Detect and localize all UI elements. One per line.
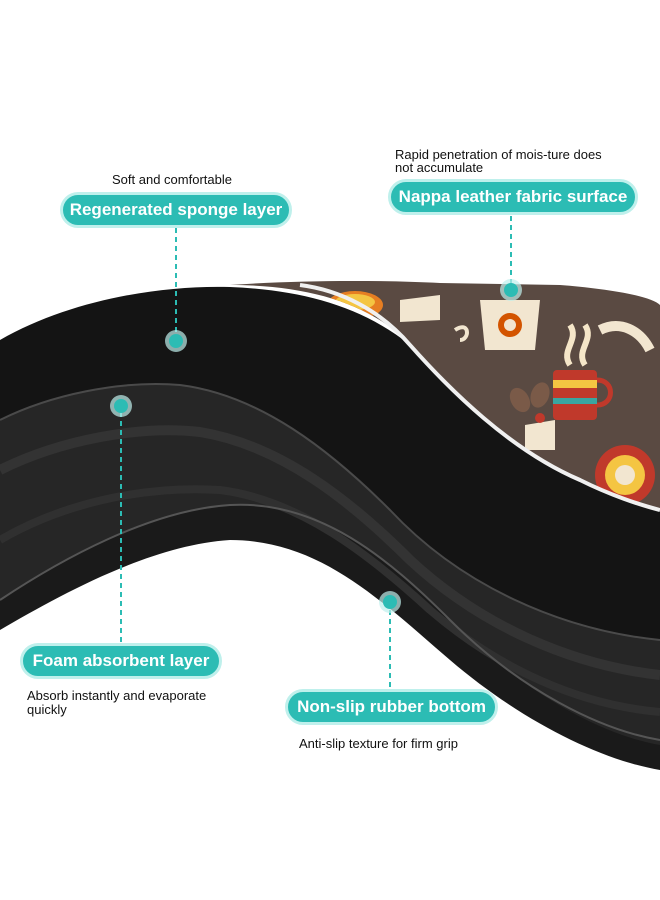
- rubber-label: Non-slip rubber bottom: [285, 689, 498, 725]
- foam-dot-marker: [110, 395, 132, 417]
- sponge-label: Regenerated sponge layer: [60, 192, 292, 228]
- sponge-caption: Soft and comfortable: [112, 172, 232, 187]
- coffee-bean-icon: [509, 382, 550, 413]
- fabric-top-layer: [230, 280, 660, 510]
- rubber-caption: Anti-slip texture for firm grip: [299, 736, 458, 751]
- foam-label: Foam absorbent layer: [20, 643, 222, 679]
- sponge-dot-marker: [165, 330, 187, 352]
- sponge-layer: [0, 286, 660, 640]
- nappa-caption-line2: not accumulate: [395, 160, 484, 175]
- foam-caption-line2: quickly: [27, 702, 67, 717]
- coffee-bag-icon: [480, 300, 540, 350]
- foam-caption-line1: Absorb instantly and evaporate: [27, 688, 207, 703]
- coffee-cup-icon: [553, 323, 613, 420]
- nappa-caption-line1: Rapid penetration of mois-ture does: [395, 147, 602, 162]
- rubber-bottom-layer: [0, 504, 660, 770]
- nappa-dot-marker: [500, 279, 522, 301]
- rubber-dot-marker: [379, 591, 401, 613]
- nappa-label: Nappa leather fabric surface: [388, 179, 638, 215]
